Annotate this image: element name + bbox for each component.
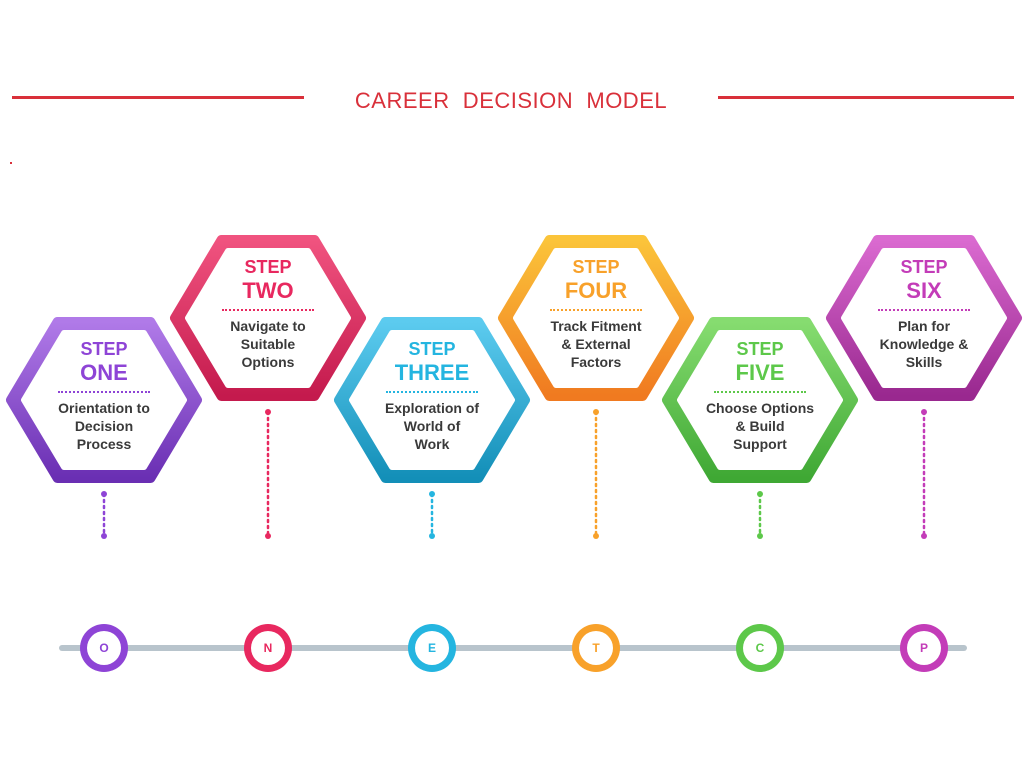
step-4-connector-dot-bottom bbox=[593, 533, 599, 539]
step-word: STEP bbox=[572, 257, 620, 277]
step-3-connector-dot-bottom bbox=[429, 533, 435, 539]
step-number: ONE bbox=[80, 360, 128, 385]
step-6-connector-dot-bottom bbox=[921, 533, 927, 539]
step-5-connector-dot-bottom bbox=[757, 533, 763, 539]
step-description-line: Track Fitment bbox=[550, 318, 642, 334]
title-rule-right bbox=[718, 96, 1014, 99]
step-description-line: World of bbox=[403, 418, 461, 434]
step-description-line: Knowledge & bbox=[879, 336, 969, 352]
title-rule-left bbox=[12, 96, 304, 99]
step-hexagons bbox=[6, 235, 1022, 483]
step-description-line: Choose Options bbox=[705, 400, 815, 416]
step-description-line: Options bbox=[241, 354, 295, 370]
step-separator bbox=[878, 309, 970, 311]
step-word: STEP bbox=[736, 339, 784, 359]
step-separator bbox=[58, 391, 150, 393]
step-2-connector-dot-bottom bbox=[265, 533, 271, 539]
step-2-hexagon-inner bbox=[185, 248, 351, 388]
step-description-line: Process bbox=[76, 436, 132, 452]
step-3-hexagon-inner bbox=[349, 330, 515, 470]
step-description-line: Navigate to bbox=[230, 318, 306, 334]
step-number: THREE bbox=[394, 360, 470, 385]
step-4-hexagon-inner bbox=[513, 248, 679, 388]
diagram-title: CAREER DECISION MODEL bbox=[354, 88, 668, 113]
timeline-nodes bbox=[80, 624, 948, 672]
step-description-line: Suitable bbox=[240, 336, 296, 352]
step-description-line: Work bbox=[414, 436, 450, 452]
step-description-line: Decision bbox=[74, 418, 134, 434]
step-5-node-letter: C bbox=[755, 641, 765, 655]
step-1-connector-dot-bottom bbox=[101, 533, 107, 539]
step-5-node-center bbox=[743, 631, 777, 665]
step-description-line: & External bbox=[561, 336, 631, 352]
step-3-node-letter: E bbox=[427, 641, 436, 655]
step-6-node-letter: P bbox=[919, 641, 928, 655]
connectors bbox=[101, 409, 927, 539]
step-6-hexagon-inner bbox=[841, 248, 1007, 388]
step-number: TWO bbox=[242, 278, 294, 303]
step-6-node-center bbox=[907, 631, 941, 665]
step-5-hexagon-inner bbox=[677, 330, 843, 470]
step-4-node-letter: T bbox=[592, 641, 600, 655]
step-separator bbox=[550, 309, 642, 311]
step-description-line: Exploration of bbox=[384, 400, 480, 416]
step-number: SIX bbox=[906, 278, 942, 303]
step-description-line: Support bbox=[733, 436, 787, 452]
step-word: STEP bbox=[80, 339, 128, 359]
step-description-line: Orientation to bbox=[58, 400, 150, 416]
step-separator bbox=[222, 309, 314, 311]
step-description-line: Factors bbox=[570, 354, 622, 370]
stray-dot bbox=[10, 162, 12, 164]
step-description-line: Plan for bbox=[897, 318, 951, 334]
step-description-line: Skills bbox=[905, 354, 943, 370]
step-word: STEP bbox=[244, 257, 292, 277]
step-2-node-letter: N bbox=[263, 641, 273, 655]
step-word: STEP bbox=[900, 257, 948, 277]
step-1-node-letter: O bbox=[99, 641, 109, 655]
step-description-line: & Build bbox=[735, 418, 785, 434]
step-number: FOUR bbox=[564, 278, 628, 303]
step-separator bbox=[714, 391, 806, 393]
step-3-node-center bbox=[415, 631, 449, 665]
step-word: STEP bbox=[408, 339, 456, 359]
step-1-node-center bbox=[87, 631, 121, 665]
step-2-node-center bbox=[251, 631, 285, 665]
step-1-hexagon-inner bbox=[21, 330, 187, 470]
step-separator bbox=[386, 391, 478, 393]
step-number: FIVE bbox=[735, 360, 785, 385]
step-4-node-center bbox=[579, 631, 613, 665]
